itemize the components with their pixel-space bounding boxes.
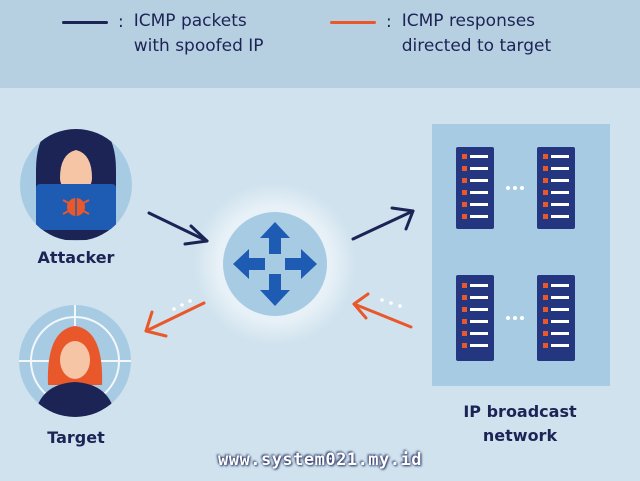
arrow-router-to-network <box>351 206 415 241</box>
attacker-label: Attacker <box>37 248 115 267</box>
arrow-router-to-target <box>144 299 206 338</box>
arrow-attacker-to-router <box>147 211 209 246</box>
network-label: IP broadcast network <box>463 402 577 445</box>
legend-packets-text: ICMP packets with spoofed IP <box>133 11 264 56</box>
server-rack-bottom-right <box>537 275 575 361</box>
legend-responses: : ICMP responses directed to target <box>330 11 552 59</box>
legend-packets: : ICMP packets with spoofed IP <box>62 11 264 59</box>
attacker-icon <box>20 129 132 241</box>
target-label: Target <box>47 428 105 447</box>
target-icon <box>19 305 131 417</box>
legend-packets-colon: : <box>118 12 124 32</box>
legend-responses-text: ICMP responses directed to target <box>401 11 552 56</box>
legend-orange-line <box>330 21 376 24</box>
legend-responses-colon: : <box>386 12 392 32</box>
legend-navy-line <box>62 21 108 24</box>
router-icon <box>193 182 357 346</box>
arrow-network-to-router <box>352 292 413 329</box>
broadcast-network-icon <box>432 124 610 386</box>
server-rack-top-left <box>456 147 494 229</box>
server-rack-top-right <box>537 147 575 229</box>
legend-band <box>0 0 640 88</box>
watermark-text: www.system021.my.id <box>218 450 422 470</box>
server-rack-bottom-left <box>456 275 494 361</box>
server-ellipsis <box>506 186 524 320</box>
